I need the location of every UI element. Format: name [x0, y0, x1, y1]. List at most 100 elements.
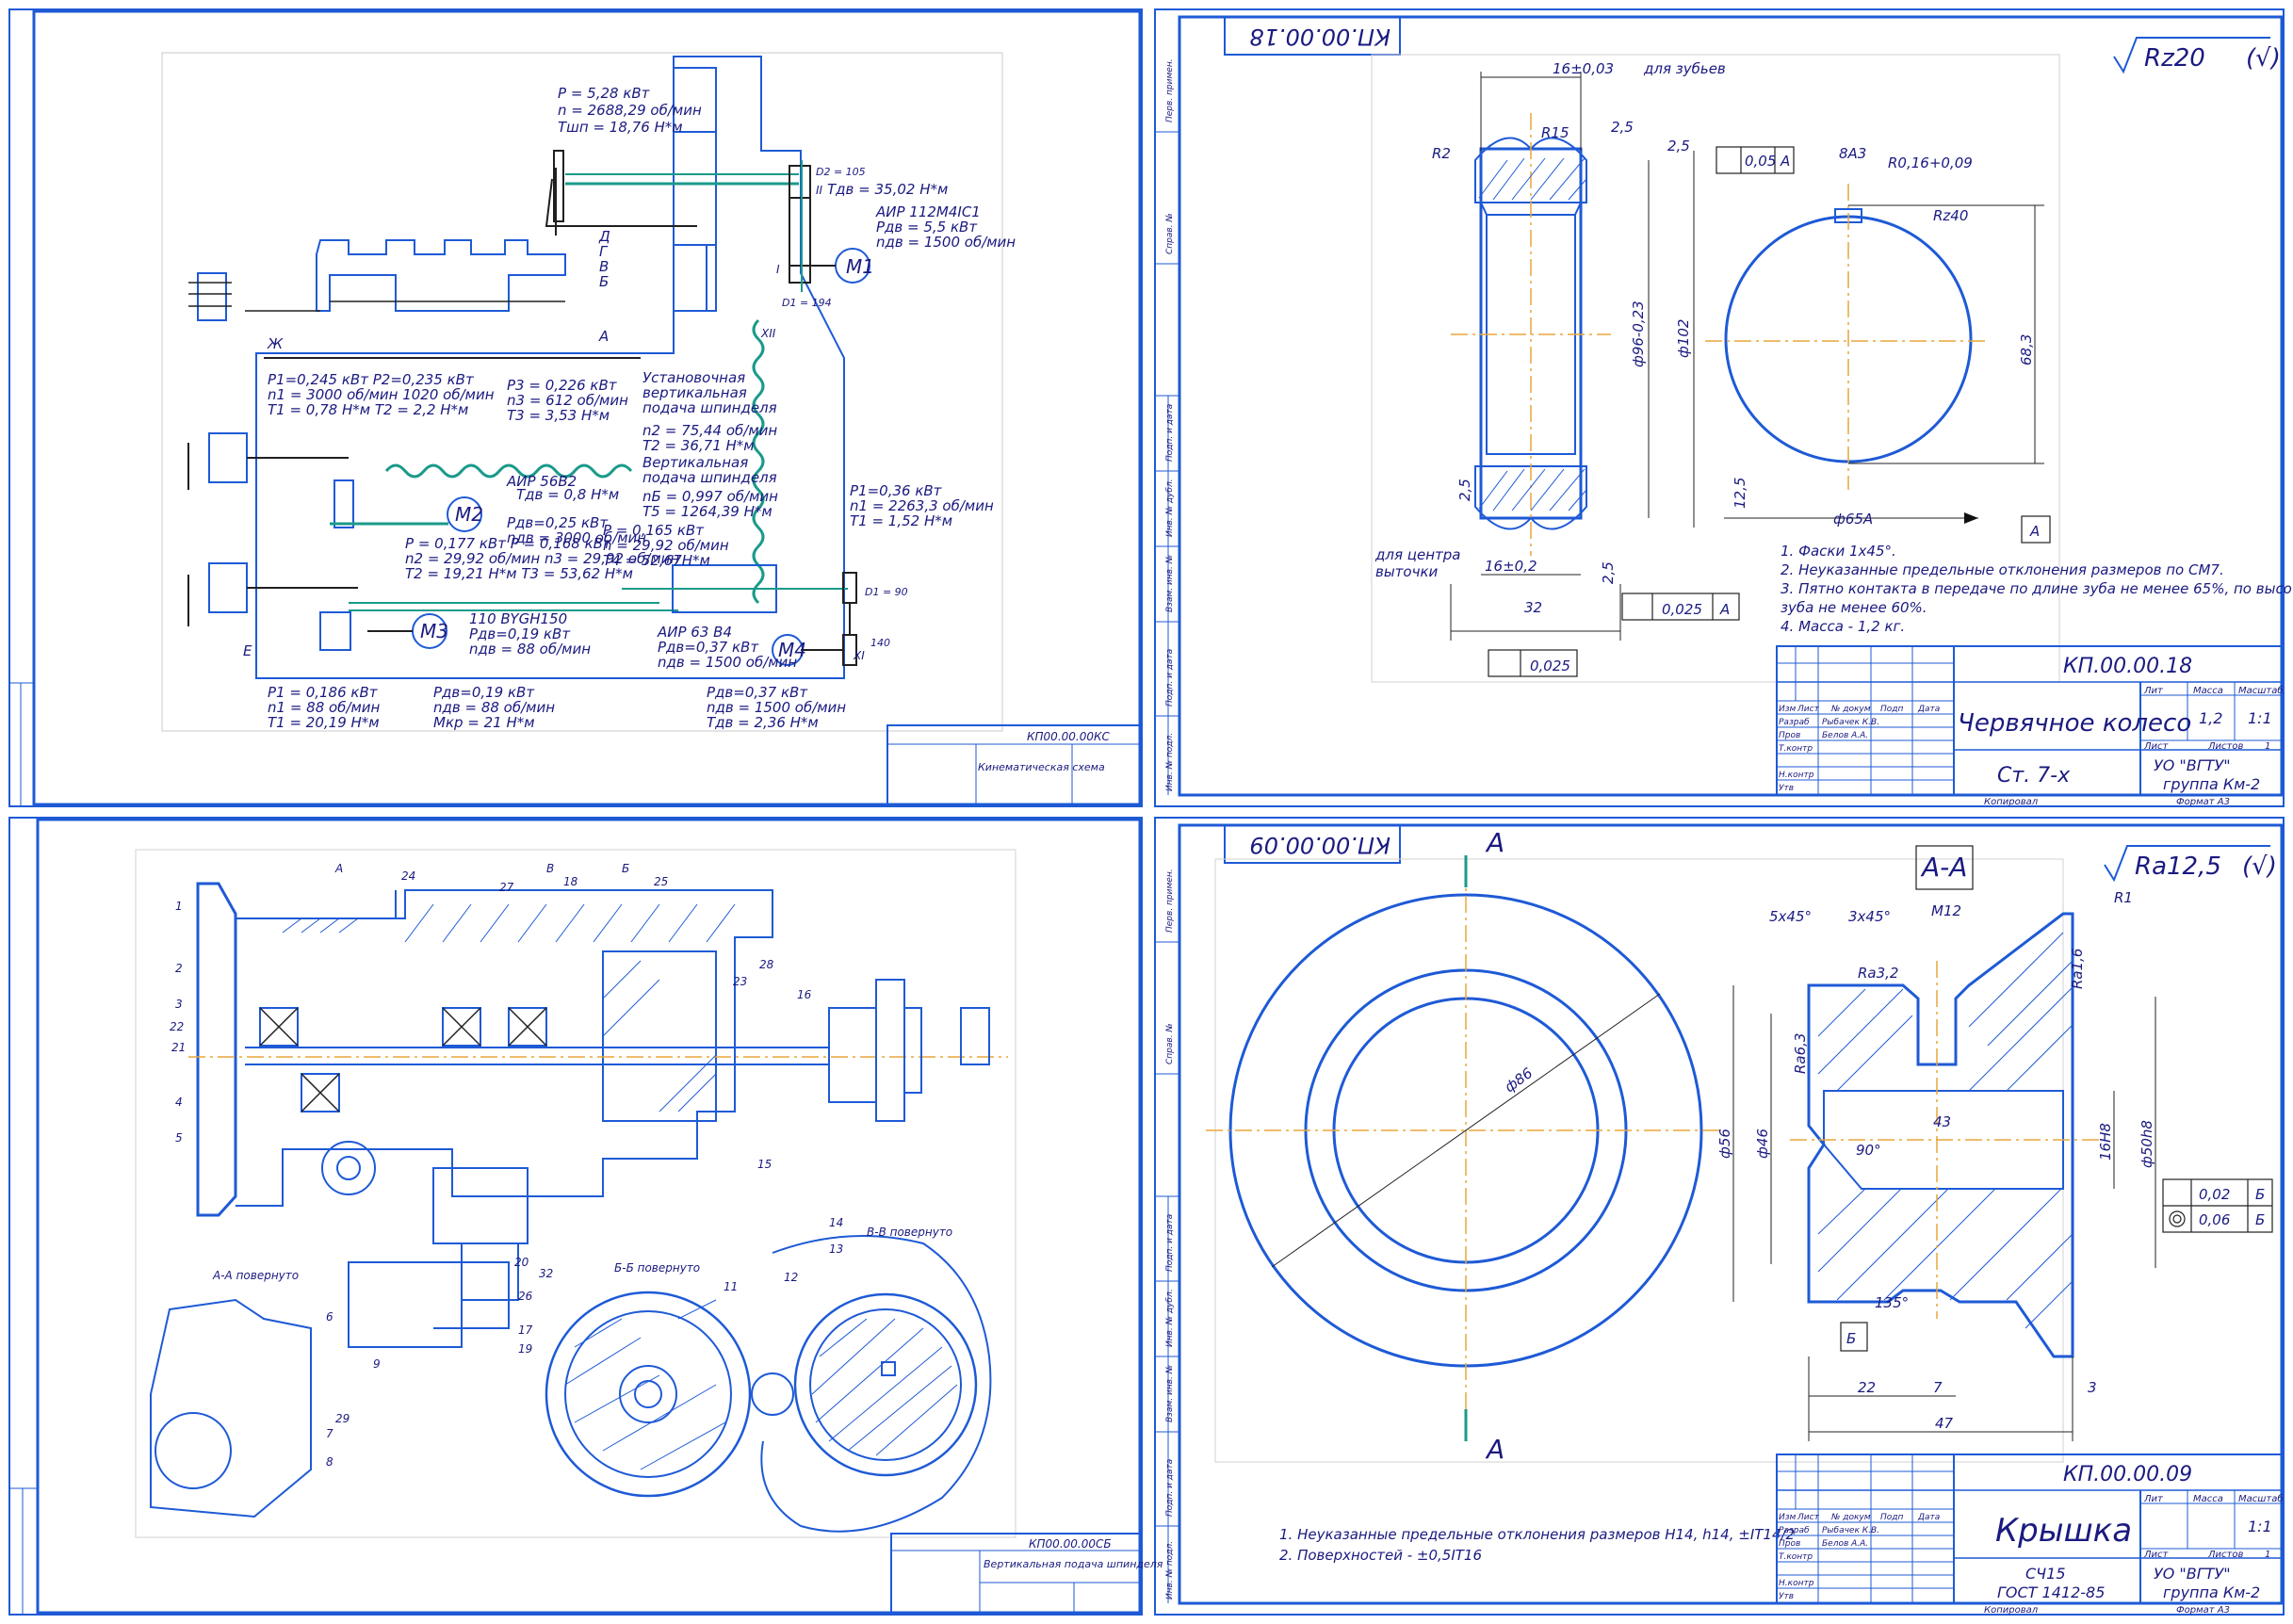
svg-text:24: 24: [401, 869, 415, 883]
svg-text:Пров: Пров: [1779, 731, 1800, 740]
svg-text:2,5: 2,5: [1456, 479, 1473, 501]
svg-text:Белов А.А.: Белов А.А.: [1822, 731, 1868, 740]
svg-text:29: 29: [335, 1412, 350, 1425]
svg-text:Инв. № подл.: Инв. № подл.: [1165, 733, 1175, 791]
svg-text:А: А: [1780, 153, 1790, 170]
svg-text:12: 12: [784, 1271, 798, 1284]
svg-text:T1 = 20,19 Н*м: T1 = 20,19 Н*м: [268, 714, 380, 731]
svg-text:n1 = 3000 об/мин 1020 об/мин: n1 = 3000 об/мин 1020 об/мин: [268, 386, 495, 403]
svg-text:Вертикальная: Вертикальная: [642, 454, 748, 471]
svg-text:T2 = 36,71 Н*м: T2 = 36,71 Н*м: [642, 437, 755, 454]
svg-text:Ra3,2: Ra3,2: [1858, 965, 1898, 982]
svg-text:43: 43: [1933, 1113, 1951, 1130]
svg-text:АИР 112М4IC1: АИР 112М4IC1: [875, 203, 981, 220]
svg-text:Pдв=0,37 кВт: Pдв=0,37 кВт: [658, 639, 759, 656]
svg-text:0,025: 0,025: [1530, 658, 1570, 674]
svg-text:А: А: [334, 862, 343, 875]
svg-text:Н.контр: Н.контр: [1779, 771, 1814, 780]
svg-text:КП00.00.00СБ: КП00.00.00СБ: [1029, 1537, 1112, 1551]
side-strips: [1155, 131, 1179, 1527]
svg-text:90°: 90°: [1856, 1142, 1881, 1159]
assembly-drawing: [135, 849, 1016, 1538]
svg-text:47: 47: [1935, 1415, 1954, 1432]
svg-text:D1 = 90: D1 = 90: [865, 586, 908, 598]
svg-text:КП.00.00.09: КП.00.00.09: [1249, 832, 1390, 858]
svg-text:M12: M12: [1931, 902, 1961, 919]
svg-text:Крышка: Крышка: [1995, 1512, 2132, 1550]
svg-text:№ докум: № докум: [1830, 705, 1871, 714]
svg-text:В: В: [599, 258, 609, 275]
svg-text:4: 4: [175, 1096, 183, 1109]
svg-text:28: 28: [759, 958, 774, 971]
svg-text:Утв: Утв: [1779, 784, 1794, 793]
sheet-kinematic-frame: [8, 8, 1143, 807]
svg-text:1: 1: [2265, 1550, 2270, 1560]
svg-text:Кинематическая схема: Кинематическая схема: [978, 761, 1105, 773]
svg-text:Справ. №: Справ. №: [1165, 213, 1175, 254]
svg-text:2. Неуказанные предельные откл: 2. Неуказанные предельные отклонения раз…: [1781, 561, 2224, 578]
svg-text:16±0,2: 16±0,2: [1485, 558, 1537, 575]
svg-text:Масса: Масса: [2193, 1494, 2223, 1504]
svg-text:ф56: ф56: [1716, 1129, 1733, 1159]
svg-text:Масштаб: Масштаб: [2238, 685, 2284, 696]
svg-text:1: 1: [2265, 741, 2270, 752]
svg-text:3: 3: [2088, 1379, 2097, 1396]
svg-text:Перв. примен.: Перв. примен.: [1165, 58, 1175, 122]
svg-text:21: 21: [171, 1041, 186, 1054]
svg-text:Взам. инв. №: Взам. инв. №: [1165, 555, 1175, 612]
svg-text:13: 13: [829, 1242, 843, 1256]
svg-text:Масштаб: Масштаб: [2238, 1493, 2284, 1504]
svg-text:14: 14: [829, 1216, 843, 1229]
svg-text:Копировал: Копировал: [1984, 797, 2039, 807]
worm-labels: КП.00.00.18 Rz20 (√) 16±0,03 для зубьев …: [1249, 24, 2293, 674]
svg-text:2: 2: [175, 962, 183, 975]
svg-text:22: 22: [170, 1020, 184, 1033]
svg-text:26: 26: [518, 1290, 533, 1303]
svg-text:Tдв = 35,02 Н*м: Tдв = 35,02 Н*м: [827, 181, 948, 198]
svg-text:2,5: 2,5: [1667, 138, 1690, 154]
svg-text:1:1: 1:1: [2248, 709, 2272, 727]
kinematic-scheme: [161, 52, 1003, 732]
svg-text:32: 32: [539, 1267, 553, 1280]
svg-text:Pдв=0,25 кВт: Pдв=0,25 кВт: [507, 514, 609, 531]
svg-text:Rz40: Rz40: [1933, 207, 1968, 224]
svg-text:ГОСТ 1412-85: ГОСТ 1412-85: [1997, 1583, 2105, 1601]
svg-text:T3 = 3,53 Н*м: T3 = 3,53 Н*м: [507, 407, 610, 424]
svg-text:вертикальная: вертикальная: [642, 384, 747, 401]
svg-text:для зубьев: для зубьев: [1643, 60, 1726, 77]
svg-text:КП.00.00.18: КП.00.00.18: [2063, 655, 2192, 678]
svg-text:Ra6,3: Ra6,3: [1792, 1033, 1809, 1074]
svg-text:Pдв=0,19 кВт: Pдв=0,19 кВт: [469, 625, 571, 642]
svg-text:Ж: Ж: [267, 335, 284, 352]
svg-text:Подп: Подп: [1880, 1513, 1903, 1522]
svg-text:2,5: 2,5: [1600, 561, 1617, 584]
kin-p-spindle: P = 5,28 кВт: [558, 85, 651, 102]
svg-text:А-А: А-А: [1920, 852, 1967, 883]
svg-text:nБ = 0,997 об/мин: nБ = 0,997 об/мин: [642, 488, 778, 505]
svg-text:Рыбачек К.В.: Рыбачек К.В.: [1822, 1526, 1879, 1535]
svg-text:P1=0,36 кВт: P1=0,36 кВт: [850, 482, 943, 499]
svg-text:19: 19: [518, 1342, 532, 1356]
svg-text:110 BYGH150: 110 BYGH150: [469, 610, 567, 627]
svg-text:nдв = 1500 об/мин: nдв = 1500 об/мин: [658, 654, 797, 671]
svg-text:Tдв = 2,36 Н*м: Tдв = 2,36 Н*м: [707, 714, 819, 731]
assembly-title-block: КП00.00.00СБ Вертикальная подача шпиндел…: [890, 1533, 1163, 1614]
svg-text:140: 140: [870, 637, 890, 649]
svg-text:Т.контр: Т.контр: [1779, 1552, 1813, 1562]
svg-text:Листов: Листов: [2207, 1550, 2243, 1560]
svg-text:11: 11: [724, 1280, 738, 1293]
svg-text:ф46: ф46: [1754, 1129, 1771, 1159]
svg-text:XI: XI: [853, 649, 865, 662]
svg-text:Белов А.А.: Белов А.А.: [1822, 1539, 1868, 1549]
svg-text:ф96-0,23: ф96-0,23: [1630, 300, 1647, 367]
svg-text:Лит: Лит: [2143, 1494, 2164, 1504]
svg-text:0,025: 0,025: [1662, 601, 1702, 618]
svg-text:Копировал: Копировал: [1984, 1605, 2039, 1616]
sheet-cover-frame: [1154, 817, 2285, 1616]
svg-text:0,05: 0,05: [1745, 153, 1776, 170]
svg-text:12,5: 12,5: [1732, 478, 1748, 509]
svg-text:R2: R2: [1432, 145, 1451, 162]
svg-text:M2: M2: [455, 503, 483, 526]
svg-text:n1 = 88 об/мин: n1 = 88 об/мин: [268, 699, 381, 716]
svg-text:R0,16+0,09: R0,16+0,09: [1888, 154, 1973, 171]
